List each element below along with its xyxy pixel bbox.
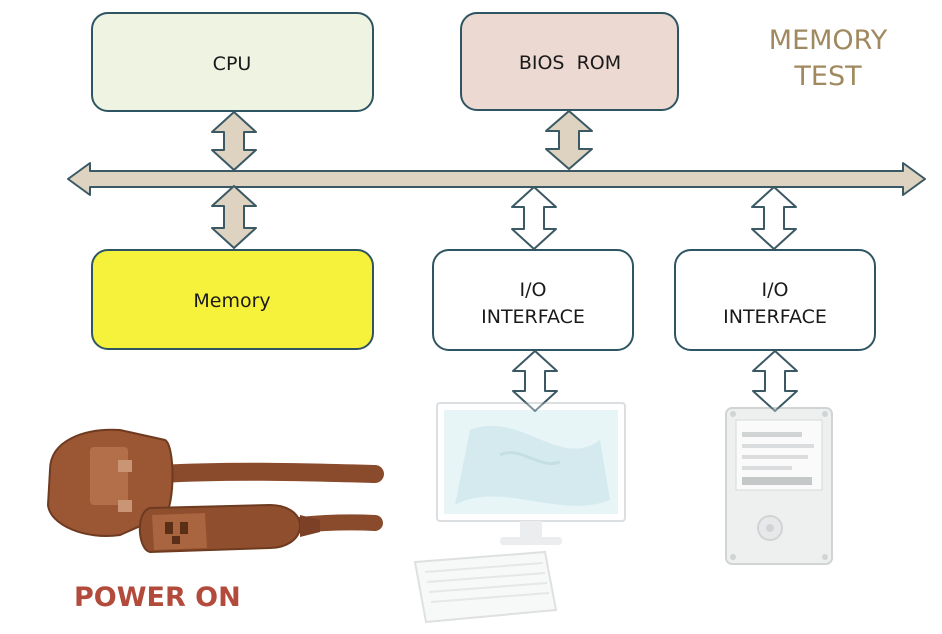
- io2-drive-arrow: [752, 350, 798, 412]
- cpu-box[interactable]: CPU: [91, 12, 374, 112]
- bus-io2-arrow: [751, 186, 797, 250]
- io-interface-1-line-2: INTERFACE: [481, 306, 585, 328]
- bus-io1-arrow: [511, 186, 557, 250]
- system-bus-arrow: [67, 162, 926, 196]
- hard-drive-icon: [725, 407, 833, 565]
- cpu-bus-arrow: [211, 111, 257, 171]
- bios-bus-arrow: [545, 110, 593, 170]
- bus-memory-arrow: [211, 185, 257, 249]
- title-line-2: TEST: [793, 61, 862, 92]
- io-interface-box-2[interactable]: I/O INTERFACE: [674, 249, 876, 351]
- monitor-icon: [436, 402, 626, 545]
- power-plug-icon: [46, 428, 384, 554]
- io-interface-1-line-1: I/O: [520, 279, 547, 301]
- bios-rom-label: BIOS ROM: [519, 52, 621, 74]
- io-interface-2-line-2: INTERFACE: [723, 306, 827, 328]
- io-interface-box-1[interactable]: I/O INTERFACE: [432, 249, 634, 351]
- io1-monitor-arrow: [512, 350, 558, 412]
- cpu-label: CPU: [213, 53, 252, 75]
- memory-label: Memory: [193, 290, 270, 312]
- bios-rom-box[interactable]: BIOS ROM: [460, 12, 679, 111]
- memory-box[interactable]: Memory: [91, 249, 374, 350]
- io-interface-2-line-1: I/O: [762, 279, 789, 301]
- title-line-1: MEMORY: [769, 25, 888, 56]
- keyboard-icon: [413, 550, 558, 624]
- power-on-label: POWER ON: [74, 582, 241, 613]
